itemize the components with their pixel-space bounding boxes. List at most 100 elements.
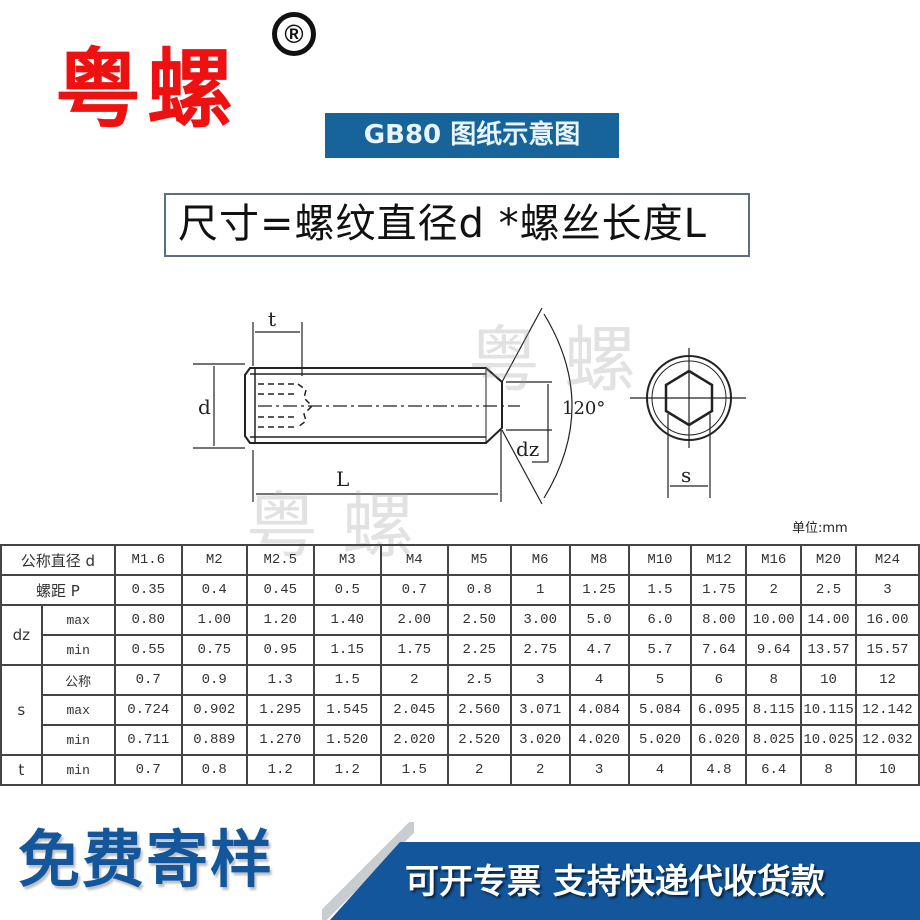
cell: 3.00 xyxy=(509,604,571,636)
cell: 2.560 xyxy=(446,694,512,726)
cell: 0.4 xyxy=(180,574,248,606)
spec-table: 公称直径 d M1.6 M2 M2.5 M3 M4 M5 M6 M8 M10 M… xyxy=(0,544,920,786)
cell: 12.142 xyxy=(854,694,920,726)
cell: 2.75 xyxy=(509,634,571,666)
table-header-row: 公称直径 d M1.6 M2 M2.5 M3 M4 M5 M6 M8 M10 M… xyxy=(0,544,920,576)
cell: 3 xyxy=(854,574,920,606)
cell: 1.520 xyxy=(312,724,382,756)
cell: 1.5 xyxy=(627,574,693,606)
cell: 1.5 xyxy=(379,754,449,786)
cell: 4.020 xyxy=(568,724,630,756)
cell: 4.7 xyxy=(568,634,630,666)
cell: 13.57 xyxy=(800,634,857,666)
cell: 10 xyxy=(800,664,857,696)
cell: 12 xyxy=(854,664,920,696)
cell: 3 xyxy=(509,664,571,696)
cell: 2.25 xyxy=(446,634,512,666)
size-formula-box: 尺寸=螺纹直径d *螺丝长度L xyxy=(164,193,750,257)
cell: 2.520 xyxy=(446,724,512,756)
label-dz: dz xyxy=(516,437,539,461)
cell: 8 xyxy=(745,664,803,696)
cell: 1.40 xyxy=(312,604,382,636)
cell: 16.00 xyxy=(854,604,920,636)
cell: 6 xyxy=(690,664,748,696)
size-header: M24 xyxy=(854,544,920,576)
cell: 1.5 xyxy=(312,664,382,696)
cell: 5.020 xyxy=(627,724,693,756)
size-header: M20 xyxy=(800,544,857,576)
service-panel xyxy=(330,842,920,920)
size-header: M4 xyxy=(379,544,449,576)
cell: 0.711 xyxy=(113,724,183,756)
cell: 1.00 xyxy=(180,604,248,636)
cell: 10.115 xyxy=(800,694,857,726)
cell: 0.80 xyxy=(113,604,183,636)
cell: 1.20 xyxy=(245,604,315,636)
cell: 8.025 xyxy=(745,724,803,756)
row-group-label: dz xyxy=(0,604,43,666)
cell: 0.8 xyxy=(180,754,248,786)
cell: 8.00 xyxy=(690,604,748,636)
technical-drawing: t d L dz 120° s 粤螺 粤螺 xyxy=(0,290,920,566)
cell: 1.3 xyxy=(245,664,315,696)
row-label: 螺距 P xyxy=(0,574,116,606)
size-header: M10 xyxy=(627,544,693,576)
cell: 4.8 xyxy=(690,754,748,786)
cell: 0.55 xyxy=(113,634,183,666)
row-sub-label: min xyxy=(40,634,116,666)
size-header: M2.5 xyxy=(245,544,315,576)
cell: 10.025 xyxy=(800,724,857,756)
cell: 2 xyxy=(745,574,803,606)
cell: 2.5 xyxy=(800,574,857,606)
size-header: M5 xyxy=(446,544,512,576)
cell: 0.889 xyxy=(180,724,248,756)
cell: 1 xyxy=(509,574,571,606)
cell: 5.084 xyxy=(627,694,693,726)
label-s: s xyxy=(681,463,691,487)
cell: 1.15 xyxy=(312,634,382,666)
cell: 12.032 xyxy=(854,724,920,756)
row-sub-label: 公称 xyxy=(40,664,116,696)
set-screw-diagram: t d L dz 120° s xyxy=(193,307,746,505)
cell: 0.7 xyxy=(113,664,183,696)
cell: 4 xyxy=(568,664,630,696)
cell: 4.084 xyxy=(568,694,630,726)
unit-label: 单位:mm xyxy=(792,521,848,536)
cell: 5.7 xyxy=(627,634,693,666)
row-sub-label: max xyxy=(40,604,116,636)
cell: 0.35 xyxy=(113,574,183,606)
cell: 0.724 xyxy=(113,694,183,726)
cell: 0.75 xyxy=(180,634,248,666)
header-label: 公称直径 d xyxy=(0,544,116,576)
cell: 6.020 xyxy=(690,724,748,756)
cell: 0.7 xyxy=(379,574,449,606)
label-angle: 120° xyxy=(562,398,605,419)
cell: 3.020 xyxy=(509,724,571,756)
cell: 2.5 xyxy=(446,664,512,696)
promo-banner: 免费寄样 可开专票 支持快递代收货款 xyxy=(0,800,920,920)
cell: 6.0 xyxy=(627,604,693,636)
row-group-label: t xyxy=(0,754,43,786)
cell: 8.115 xyxy=(745,694,803,726)
size-header: M2 xyxy=(180,544,248,576)
table-row: max 0.724 0.902 1.295 1.545 2.045 2.560 … xyxy=(1,694,920,726)
cell: 0.7 xyxy=(113,754,183,786)
service-text: 可开专票 支持快递代收货款 xyxy=(405,862,825,902)
cell: 1.25 xyxy=(568,574,630,606)
cell: 0.902 xyxy=(180,694,248,726)
row-sub-label: min xyxy=(40,724,116,756)
cell: 3 xyxy=(568,754,630,786)
drawing-title-badge: GB80 图纸示意图 xyxy=(325,113,619,158)
table-row: t min 0.7 0.8 1.2 1.2 1.5 2 2 3 4 4.8 6.… xyxy=(0,754,920,786)
row-sub-label: max xyxy=(40,694,116,726)
cell: 2.00 xyxy=(379,604,449,636)
table-row: s 公称 0.7 0.9 1.3 1.5 2 2.5 3 4 5 6 8 10 … xyxy=(0,664,920,756)
label-d: d xyxy=(198,395,211,419)
cell: 1.295 xyxy=(245,694,315,726)
cell: 1.75 xyxy=(690,574,748,606)
brand-logo-text: 粤螺 xyxy=(55,40,239,140)
cell: 8 xyxy=(800,754,857,786)
size-header: M12 xyxy=(690,544,748,576)
cell: 1.75 xyxy=(379,634,449,666)
cell: 5 xyxy=(627,664,693,696)
